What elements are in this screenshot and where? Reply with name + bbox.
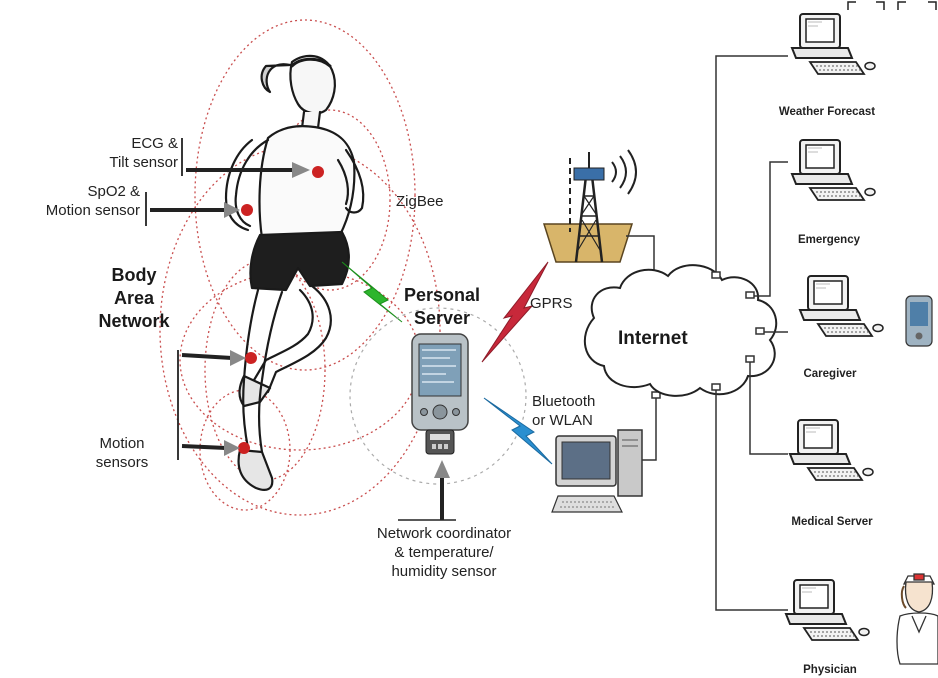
label-brackets — [145, 138, 183, 460]
label-gprs: GPRS — [530, 295, 573, 312]
cloud-icon — [584, 264, 778, 397]
runner-figure — [224, 54, 365, 491]
label-internet: Internet — [618, 328, 688, 349]
zigbee-link — [341, 261, 403, 323]
label-motion-sensors: Motion sensors — [95, 435, 149, 471]
nurse-figure — [896, 573, 938, 665]
client-label-medical-server: Medical Server — [791, 516, 873, 528]
label-ecg-tilt-sensor: ECG & Tilt sensor — [109, 135, 178, 171]
sensor-arrows — [150, 162, 310, 456]
desktop-computer-icon — [551, 429, 643, 513]
handheld-icon — [905, 295, 933, 347]
internet-backbone — [711, 55, 788, 611]
client-computer-caregiver — [799, 275, 884, 337]
client-label-physician: Physician — [803, 664, 857, 676]
coordinator-arrow — [398, 460, 456, 521]
label-bluetooth-wlan: Bluetooth or WLAN — [532, 393, 596, 429]
client-label-weather-forecast: Weather Forecast — [778, 106, 876, 118]
coordinator-range — [349, 307, 527, 485]
bluetooth-link — [483, 397, 553, 465]
gprs-link — [481, 261, 549, 363]
client-computer-medical — [789, 419, 874, 481]
client-label-caregiver: Caregiver — [803, 368, 857, 380]
label-personal-server: Personal Server — [403, 285, 481, 328]
label-zigbee: ZigBee — [396, 193, 444, 210]
sensor-node-icon — [238, 166, 324, 454]
label-spo2-motion-sensor: SpO2 & Motion sensor — [45, 183, 140, 219]
cell-tower-icon — [542, 149, 637, 263]
pda-icon — [411, 333, 469, 455]
client-computer-weather — [791, 13, 876, 75]
client-computer-physician — [785, 579, 870, 641]
client-label-emergency: Emergency — [797, 234, 860, 246]
label-body-area-network: Body Area Network — [98, 265, 170, 331]
client-computer-emergency — [791, 139, 876, 201]
corner-marks — [847, 1, 937, 10]
label-network-coordinator: Network coordinator & temperature/ humid… — [376, 525, 512, 580]
